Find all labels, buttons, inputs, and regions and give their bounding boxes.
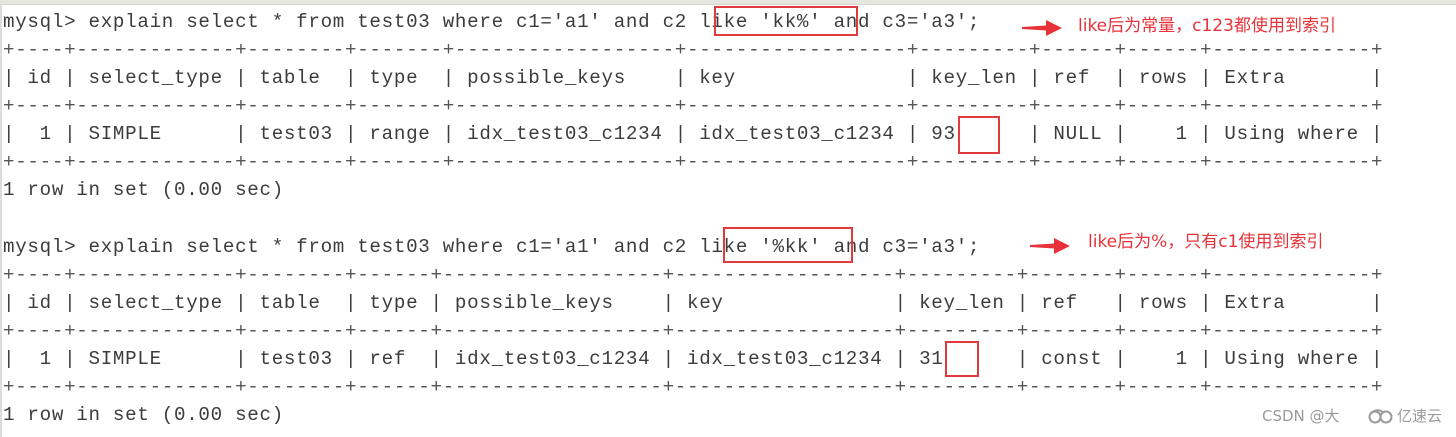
annotation-note: like后为常量，c123都使用到索引 [1078,16,1336,36]
table-border-mid: +----+-------------+--------+-------+---… [3,95,1384,117]
table-header-row: | id | select_type | table | type | poss… [3,292,1384,314]
cloud-logo-icon [1368,409,1393,424]
csdn-watermark: CSDN @大 [1262,407,1340,425]
table-border-bottom: +----+-------------+--------+-------+---… [3,151,1384,173]
highlight-box-like-clause [714,6,858,36]
table-header-row: | id | select_type | table | type | poss… [3,67,1384,89]
annotation-note: like后为%，只有c1使用到索引 [1088,232,1324,252]
result-footer: 1 row in set (0.00 sec) [3,404,284,426]
result-footer: 1 row in set (0.00 sec) [3,179,284,201]
table-border-bottom: +----+-------------+--------+------+----… [3,376,1384,398]
table-row: | 1 | SIMPLE | test03 | ref | idx_test03… [3,348,1384,370]
table-border-mid: +----+-------------+--------+------+----… [3,320,1384,342]
sql-prompt-line: mysql> explain select * from test03 wher… [3,236,981,258]
sql-prompt-line: mysql> explain select * from test03 wher… [3,11,981,33]
arrow-right-icon [1030,238,1070,254]
table-border-top: +----+-------------+--------+-------+---… [3,39,1384,61]
highlight-box-key-len [945,341,979,377]
window-left-edge [0,4,2,437]
table-border-top: +----+-------------+--------+------+----… [3,264,1384,286]
table-row: | 1 | SIMPLE | test03 | range | idx_test… [3,123,1384,145]
arrow-right-icon [1022,20,1062,36]
highlight-box-like-clause [723,227,853,263]
brand-watermark: 亿速云 [1397,407,1443,425]
window-top-edge [0,0,1456,5]
highlight-box-key-len [958,116,1000,154]
